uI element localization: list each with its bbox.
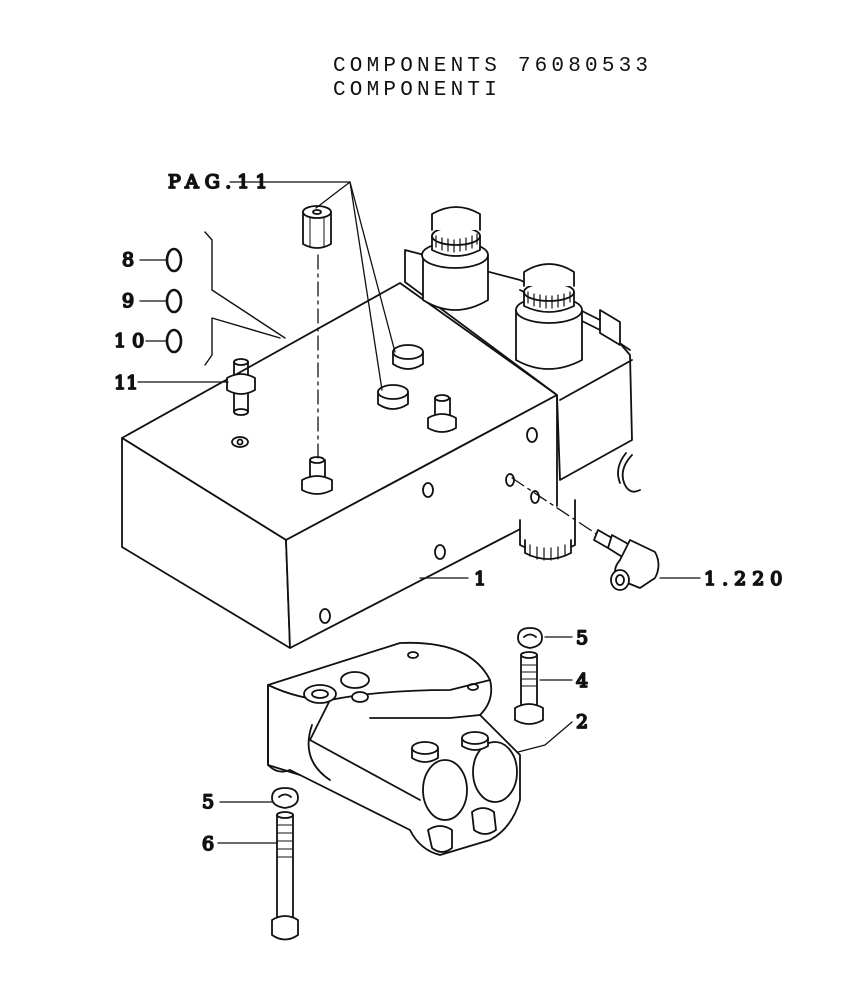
washers-5: [271, 627, 543, 809]
callout-8: 8: [122, 249, 134, 271]
callout-10: 10: [114, 330, 150, 352]
callout-5-lower: 5: [202, 791, 214, 813]
callout-11: 11: [114, 372, 138, 394]
callout-9: 9: [122, 290, 134, 312]
studs: [301, 394, 457, 495]
part-11-stud: [226, 358, 256, 416]
callout-6: 6: [202, 833, 214, 855]
fitting-1-220: [511, 477, 660, 591]
solenoid-valve-assembly: [404, 206, 641, 561]
drawing-title: COMPONENTS 76080533: [333, 55, 653, 78]
bolt-4: [514, 651, 544, 725]
pump-housing: [267, 641, 521, 856]
callout-5-upper: 5: [576, 627, 588, 649]
hex-nut: [302, 205, 332, 461]
bolt-6: [271, 811, 299, 941]
o-rings: [165, 247, 183, 354]
drawing-subtitle: COMPONENTI: [333, 79, 502, 102]
callout-1: 1: [474, 568, 486, 590]
valve-block: [121, 282, 558, 649]
callout-2: 2: [576, 711, 588, 733]
plugs: [377, 344, 424, 410]
callout-pag-11: PAG.11: [168, 171, 273, 193]
callout-1-220: 1.220: [704, 568, 788, 590]
leader-lines: [137, 181, 701, 844]
callout-4: 4: [576, 670, 588, 692]
